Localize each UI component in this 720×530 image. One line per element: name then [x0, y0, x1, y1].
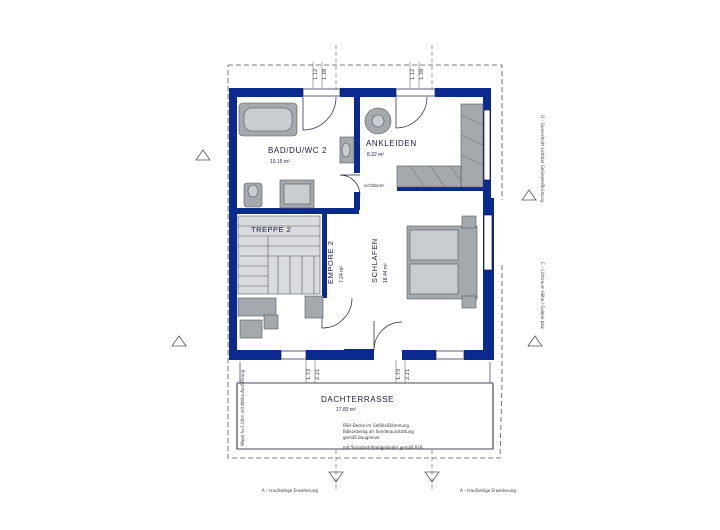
section-marker-left-bottom [171, 335, 187, 347]
staircase [237, 215, 321, 295]
room-terrace-name: DACHTERRASSE [321, 395, 394, 404]
room-empore-area: 7.24 m² [339, 266, 345, 283]
room-ankleiden-area: 8.22 m² [367, 152, 384, 158]
dim-bottom-right-a: 1.73 [396, 369, 402, 380]
room-terrace-area: 17.83 m² [336, 407, 356, 413]
wardrobe-right [460, 103, 484, 188]
ext-note-left: A – traufseitige Erweiterung [262, 488, 318, 493]
desk [237, 297, 277, 317]
right-note-lower: C – Lichtraum Höhe / Galerie bzw. [540, 262, 545, 330]
dim-bottom-right-b: 2.21 [405, 369, 411, 380]
dim-top-left-a: 1.12 [313, 69, 319, 80]
dim-bottom-left-b: 2.21 [315, 369, 321, 380]
section-marker-left-top [195, 149, 211, 161]
section-marker-right-top [521, 189, 537, 201]
terrace [236, 362, 494, 450]
ext-note-right: A – traufseitige Erweiterung [460, 488, 516, 493]
room-schlafen-name: SCHLAFEN [370, 238, 379, 283]
terrace-note-3: gemäß Baugrenze [343, 435, 380, 440]
dim-top-right-a: 1.12 [410, 69, 416, 80]
door-swings [302, 96, 428, 351]
room-ankleiden-name: ANKLEIDEN [366, 139, 417, 148]
terrace-note-2: Balkonbelag als Sonderausstattung [343, 429, 414, 434]
wardrobe-bottom [396, 165, 462, 188]
stair-treads [238, 225, 320, 294]
walls [229, 88, 494, 360]
room-bad-name: BAD/DU/WC 2 [268, 146, 327, 155]
terrace-left-note: Wand h=1.00m mit Attika Ausführung [240, 369, 245, 446]
furniture [237, 102, 484, 339]
section-marker-bottom-right [424, 471, 440, 483]
outline-dashed [227, 64, 503, 459]
room-schlafen-area: 18.44 m² [383, 263, 389, 283]
terrace-note-1: BSH-Decke im Gefälle/Dämmung [343, 423, 409, 428]
dim-ticks [305, 62, 420, 383]
section-marker-right-bottom [527, 335, 543, 347]
right-note-upper: Q – Querschnitt sichtbar Geländer/Brüstu… [540, 115, 545, 203]
sichtbar-label: sichtbarer [364, 183, 385, 188]
dim-bottom-left-a: 1.73 [306, 369, 312, 380]
room-treppe-name: TREPPE 2 [251, 225, 291, 234]
room-empore-name: EMPORE 2 [326, 240, 335, 284]
dim-top-right-b: 1.38 [419, 69, 425, 80]
windows [280, 88, 493, 360]
wardrobe-hatch [409, 114, 484, 188]
terrace-note-4: mit Standard-Stahlgeländer gemäß BLB [343, 445, 423, 450]
section-marker-bottom-left [328, 471, 344, 483]
room-bad-area: 10.15 m² [270, 159, 290, 165]
dim-top-left-b: 1.38 [322, 69, 328, 80]
